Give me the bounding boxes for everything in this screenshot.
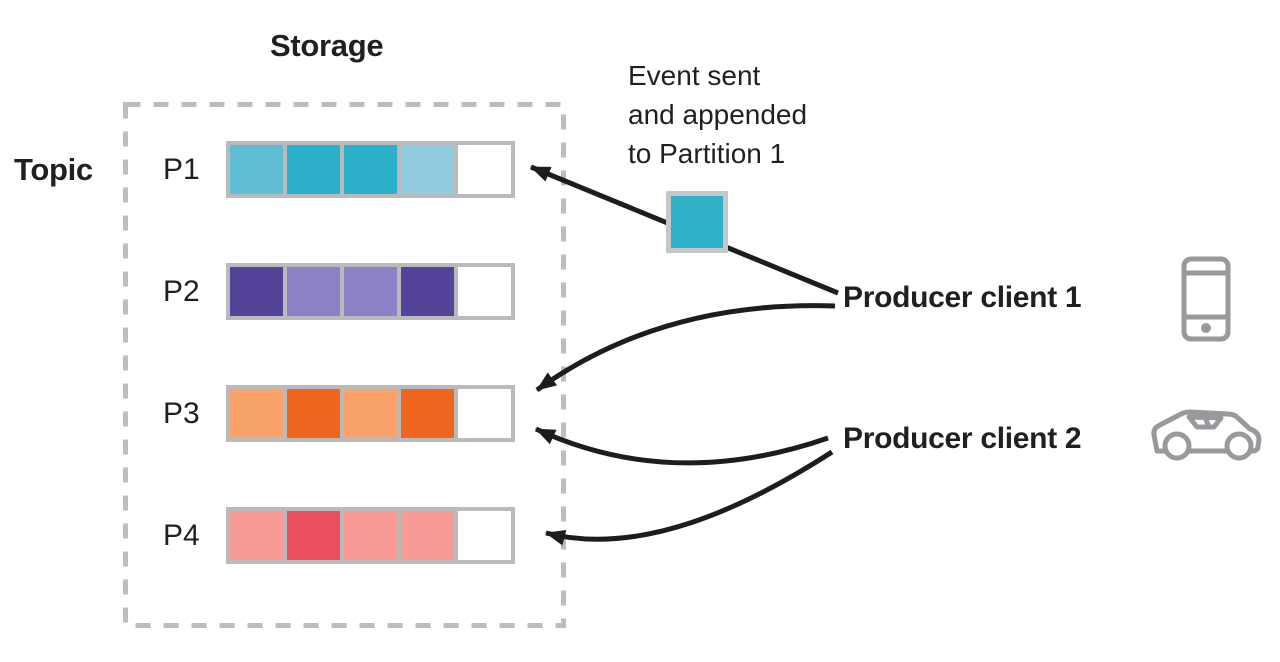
event-cell	[287, 145, 340, 194]
partition-cells	[226, 507, 515, 564]
event-square	[666, 191, 728, 253]
event-cell	[401, 145, 454, 194]
event-cell	[230, 389, 283, 438]
event-cell	[344, 389, 397, 438]
partition-cells	[226, 385, 515, 442]
partition-row-p3: P3	[163, 385, 515, 442]
partition-label: P2	[163, 275, 200, 308]
partition-cells	[226, 141, 515, 198]
empty-event-cell	[458, 389, 511, 438]
event-cell	[344, 145, 397, 194]
partition-label: P1	[163, 153, 200, 186]
empty-event-cell	[458, 267, 511, 316]
arrow-producer2-to-p3	[534, 426, 829, 466]
storage-dashed-frame	[123, 102, 566, 628]
producer-client-1-label: Producer client 1	[843, 281, 1082, 314]
event-cell	[401, 389, 454, 438]
partition-row-p2: P2	[163, 263, 515, 320]
empty-event-cell	[458, 145, 511, 194]
event-cell	[401, 511, 454, 560]
event-note: Event sent and appended to Partition 1	[628, 60, 808, 169]
event-cell	[230, 267, 283, 316]
event-cell	[287, 511, 340, 560]
event-cell	[344, 267, 397, 316]
event-cell	[344, 511, 397, 560]
arrow-producer1-to-p3	[535, 303, 836, 393]
empty-event-cell	[458, 511, 511, 560]
topic-label: Topic	[14, 152, 93, 187]
phone-icon	[1181, 256, 1231, 342]
event-cell	[401, 267, 454, 316]
event-cell	[287, 267, 340, 316]
partition-cells	[226, 263, 515, 320]
storage-title: Storage	[270, 28, 384, 63]
partition-label: P4	[163, 519, 200, 552]
partition-label: P3	[163, 397, 200, 430]
arrow-producer2-to-p4	[545, 449, 834, 546]
event-cell	[230, 145, 283, 194]
event-cell	[287, 389, 340, 438]
producer-client-2-label: Producer client 2	[843, 422, 1082, 455]
partition-row-p4: P4	[163, 507, 515, 564]
partition-row-p1: P1	[163, 141, 515, 198]
car-icon	[1151, 409, 1262, 461]
event-cell	[230, 511, 283, 560]
